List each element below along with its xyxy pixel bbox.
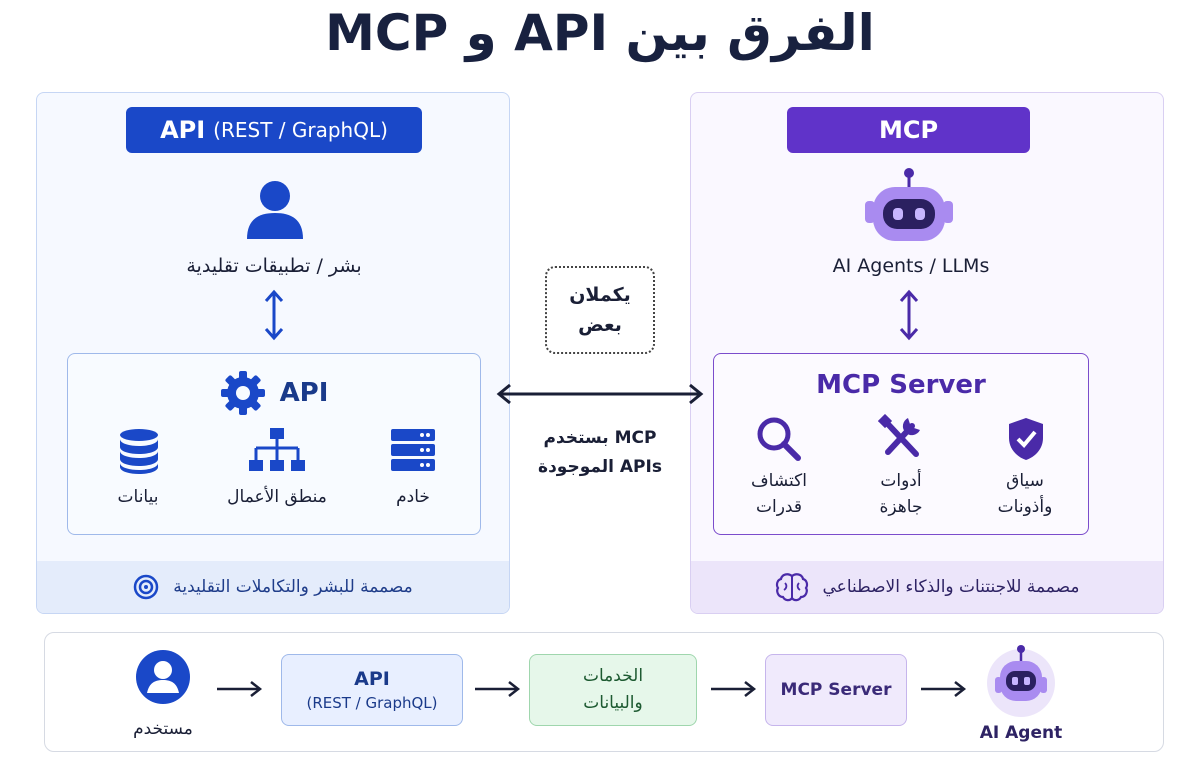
brain-icon xyxy=(775,573,808,602)
double-arrow-vertical-icon xyxy=(899,289,919,341)
flow-agent-label: AI Agent xyxy=(979,723,1063,743)
api-item-logic: منطق الأعمال xyxy=(227,487,327,507)
mcp-item-context-line2: وأذونات xyxy=(997,497,1053,517)
flow-services-line2: والبيانات xyxy=(583,693,643,713)
tools-icon xyxy=(878,414,920,457)
api-user-caption: بشر / تطبيقات تقليدية xyxy=(186,255,362,277)
gear-icon xyxy=(220,371,265,415)
api-pill-main: API xyxy=(160,116,206,144)
mcp-uses-line2: APIs الموجودة xyxy=(538,457,662,477)
user-icon xyxy=(247,181,303,239)
mcp-uses-apis-text: MCP بستخدم APIs الموجودة xyxy=(520,424,680,482)
page-title: الفرق بين API و MCP xyxy=(325,4,875,62)
mcp-item-discover: اكتشاف قدرات xyxy=(724,468,834,520)
api-inner-title: API xyxy=(279,378,329,408)
mcp-panel: MCP AI Agents / LLMs MCP Server اكتشاف ق… xyxy=(690,92,1164,614)
arrow-right-icon xyxy=(711,681,757,697)
api-pill-sub: (REST / GraphQL) xyxy=(213,118,388,142)
complement-line2: بعض xyxy=(578,314,622,336)
robot-icon xyxy=(865,168,953,241)
user-circle-icon xyxy=(136,650,190,704)
double-arrow-vertical-icon xyxy=(264,289,284,341)
database-icon xyxy=(120,429,158,474)
search-icon xyxy=(757,417,801,461)
api-inner-box: API بيانات منطق الأعمال xyxy=(67,353,481,535)
mcp-inner-box: MCP Server اكتشاف قدرات أدوات جاهزة سياق xyxy=(713,353,1089,535)
arrow-right-icon xyxy=(921,681,967,697)
mcp-inner-title: MCP Server xyxy=(816,370,986,400)
mcp-item-tools-line1: أدوات xyxy=(880,471,922,491)
mcp-item-tools: أدوات جاهزة xyxy=(846,468,956,520)
server-icon xyxy=(391,429,435,471)
flow-panel: مستخدم API (REST / GraphQL) الخدمات والب… xyxy=(44,632,1164,752)
target-icon xyxy=(133,574,159,600)
mcp-item-context-line1: سياق xyxy=(1006,471,1044,491)
arrow-right-icon xyxy=(217,681,263,697)
mcp-uses-line1: MCP بستخدم xyxy=(543,428,657,448)
api-footer-text: مصممة للبشر والتكاملات التقليدية xyxy=(173,577,413,597)
api-item-server: خادم xyxy=(396,487,430,507)
api-inner-title-row: API xyxy=(68,370,480,416)
flow-api-line2: (REST / GraphQL) xyxy=(306,694,438,712)
api-pill: API (REST / GraphQL) xyxy=(126,107,422,153)
shield-check-icon xyxy=(1009,418,1043,460)
mcp-item-discover-line1: اكتشاف xyxy=(751,471,807,491)
flow-services-box: الخدمات والبيانات xyxy=(529,654,697,726)
mcp-footer: مصممة للاجنتنات والذكاء الاصطناعي xyxy=(691,561,1163,613)
api-panel: API (REST / GraphQL) بشر / تطبيقات تقليد… xyxy=(36,92,510,614)
flow-api-line1: API xyxy=(354,668,390,690)
hierarchy-icon xyxy=(249,428,305,471)
arrow-right-icon xyxy=(475,681,521,697)
mcp-item-context: سياق وأذونات xyxy=(970,468,1080,520)
mcp-pill: MCP xyxy=(787,107,1030,153)
flow-user-label: مستخدم xyxy=(133,719,193,739)
mcp-item-discover-line2: قدرات xyxy=(756,497,802,517)
mcp-footer-text: مصممة للاجنتنات والذكاء الاصطناعي xyxy=(822,577,1080,597)
flow-services-line1: الخدمات xyxy=(582,666,644,686)
robot-avatar-icon xyxy=(987,645,1055,717)
mcp-agent-caption: AI Agents / LLMs xyxy=(832,255,990,277)
flow-mcp-box: MCP Server xyxy=(765,654,907,726)
api-footer: مصممة للبشر والتكاملات التقليدية xyxy=(37,561,509,613)
complement-line1: يكملان xyxy=(569,284,631,306)
double-arrow-horizontal-icon xyxy=(496,383,704,405)
mcp-item-tools-line2: جاهزة xyxy=(879,497,923,517)
complement-box: يكملان بعض xyxy=(545,266,655,354)
api-item-data: بيانات xyxy=(117,487,159,507)
flow-api-box: API (REST / GraphQL) xyxy=(281,654,463,726)
